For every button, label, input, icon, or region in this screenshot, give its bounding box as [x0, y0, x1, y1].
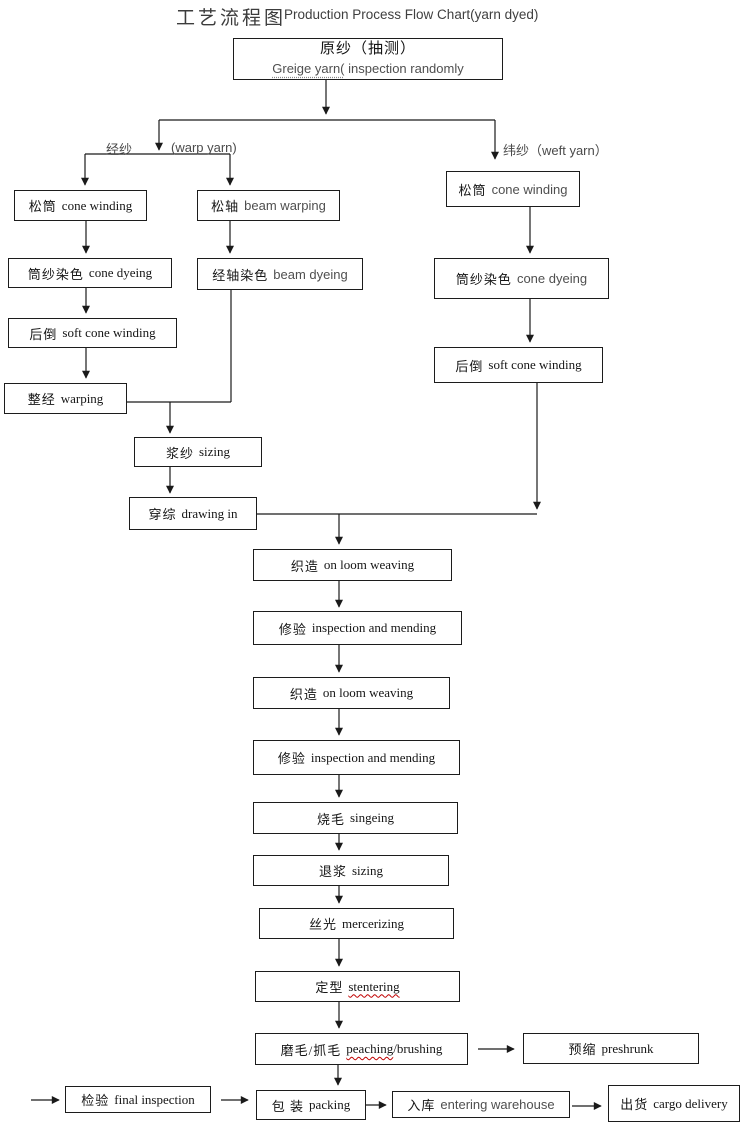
greige-en-rest: inspection randomly	[344, 61, 464, 77]
node-warehouse-zh: 入库	[407, 1098, 436, 1113]
node-packing: 包 装 packing	[256, 1090, 366, 1120]
node-final-inspection-en: final inspection	[114, 1091, 195, 1107]
node-mending-1-zh: 修验	[278, 621, 307, 637]
greige-en-underlined: Greige yarn(	[272, 61, 345, 77]
node-drawing-in: 穿综 drawing in	[129, 497, 257, 530]
node-beam-dyeing: 经轴染色 beam dyeing	[197, 258, 363, 290]
node-cone-winding-right-zh: 松筒	[458, 182, 487, 198]
node-packing-en: packing	[309, 1097, 351, 1112]
node-peaching-brushing-zh: 磨毛/抓毛	[280, 1042, 342, 1058]
node-mercerizing-zh: 丝光	[308, 917, 337, 932]
node-beam-warping-zh: 松轴	[211, 199, 240, 214]
node-soft-cone-winding-right-en: soft cone winding	[488, 357, 582, 372]
node-cone-dyeing-right: 筒纱染色 cone dyeing	[434, 258, 609, 299]
node-mercerizing: 丝光 mercerizing	[259, 908, 454, 939]
node-cone-dyeing-right-zh: 筒纱染色	[455, 272, 512, 287]
warp-yarn-label-en: (warp yarn)	[171, 140, 237, 155]
node-stentering-en: stentering	[348, 978, 400, 994]
node-warping: 整经 warping	[4, 383, 127, 414]
node-singeing-zh: 烧毛	[316, 811, 345, 827]
node-peaching-brushing-en: peaching	[346, 1041, 394, 1056]
node-weaving-1-en: on loom weaving	[323, 557, 415, 572]
node-mending-2-zh: 修验	[277, 751, 306, 766]
node-stentering: 定型 stentering	[255, 971, 460, 1002]
node-drawing-in-en: drawing in	[181, 505, 238, 521]
node-soft-cone-winding-right: 后倒 soft cone winding	[434, 347, 603, 383]
node-weaving-2: 织造 on loom weaving	[253, 677, 450, 709]
node-greige-yarn-en: Greige yarn( inspection randomly	[272, 60, 463, 79]
node-singeing-en: singeing	[349, 810, 395, 825]
node-mending-2: 修验 inspection and mending	[253, 740, 460, 775]
node-mending-2-en: inspection and mending	[310, 749, 436, 765]
node-peaching-brushing: 磨毛/抓毛 peaching/brushing	[255, 1033, 468, 1065]
node-preshrunk-zh: 预缩	[568, 1042, 597, 1057]
node-beam-dyeing-en: beam dyeing	[273, 266, 348, 282]
node-preshrunk: 预缩 preshrunk	[523, 1033, 699, 1064]
node-cargo-delivery-zh: 出货	[620, 1097, 649, 1112]
node-peaching-brushing-en2: /brushing	[393, 1041, 443, 1056]
node-warping-zh: 整经	[27, 392, 56, 407]
node-cone-winding-right: 松筒 cone winding	[446, 171, 580, 207]
node-soft-cone-winding-left: 后倒 soft cone winding	[8, 318, 177, 348]
node-desizing-zh: 退浆	[318, 864, 347, 879]
node-cone-dyeing-left-en: cone dyeing	[88, 265, 153, 280]
node-mercerizing-en: mercerizing	[341, 915, 405, 931]
node-final-inspection-zh: 检验	[81, 1093, 110, 1108]
node-weaving-1-zh: 织造	[290, 558, 319, 574]
node-weaving-1: 织造 on loom weaving	[253, 549, 452, 581]
node-soft-cone-winding-left-zh: 后倒	[29, 326, 58, 342]
node-packing-zh: 包 装	[271, 1098, 305, 1114]
node-beam-warping: 松轴 beam warping	[197, 190, 340, 221]
node-sizing: 浆纱 sizing	[134, 437, 262, 467]
weft-yarn-label: 纬纱（weft yarn）	[503, 143, 608, 158]
warp-yarn-label-zh: 经纱	[106, 142, 133, 157]
node-sizing-zh: 浆纱	[165, 445, 194, 461]
node-cone-winding-left-en: cone winding	[61, 197, 133, 213]
node-desizing: 退浆 sizing	[253, 855, 449, 886]
node-mending-1: 修验 inspection and mending	[253, 611, 462, 645]
node-weaving-2-zh: 织造	[289, 686, 318, 702]
node-greige-yarn-zh: 原纱（抽测）	[319, 40, 416, 57]
node-cargo-delivery-en: cargo delivery	[653, 1095, 728, 1111]
node-cargo-delivery: 出货 cargo delivery	[608, 1085, 740, 1122]
node-preshrunk-en: preshrunk	[601, 1040, 654, 1056]
node-stentering-zh: 定型	[315, 980, 344, 995]
node-cone-winding-right-en: cone winding	[491, 181, 568, 197]
node-beam-dyeing-zh: 经轴染色	[212, 267, 269, 283]
page-title-en: Production Process Flow Chart(yarn dyed)	[284, 7, 539, 22]
page-title-zh: 工艺流程图	[176, 8, 287, 29]
node-soft-cone-winding-left-en: soft cone winding	[62, 325, 156, 340]
node-greige-yarn: 原纱（抽测） Greige yarn( inspection randomly	[233, 38, 503, 80]
node-desizing-en: sizing	[351, 862, 384, 878]
node-cone-winding-left: 松筒 cone winding	[14, 190, 147, 221]
connector-lines	[31, 80, 602, 1110]
node-beam-warping-en: beam warping	[244, 198, 326, 213]
node-cone-dyeing-left-zh: 筒纱染色	[27, 266, 84, 282]
node-mending-1-en: inspection and mending	[311, 620, 437, 635]
node-soft-cone-winding-right-zh: 后倒	[455, 358, 484, 374]
node-cone-winding-left-zh: 松筒	[28, 199, 57, 214]
node-drawing-in-zh: 穿综	[148, 507, 177, 522]
node-warping-en: warping	[60, 390, 104, 406]
node-sizing-en: sizing	[198, 444, 231, 459]
node-final-inspection: 检验 final inspection	[65, 1086, 211, 1113]
node-warehouse: 入库 entering warehouse	[392, 1091, 570, 1118]
node-weaving-2-en: on loom weaving	[322, 685, 414, 700]
node-cone-dyeing-right-en: cone dyeing	[516, 271, 588, 286]
node-warehouse-en: entering warehouse	[440, 1097, 555, 1112]
node-singeing: 烧毛 singeing	[253, 802, 458, 834]
node-cone-dyeing-left: 筒纱染色 cone dyeing	[8, 258, 172, 288]
